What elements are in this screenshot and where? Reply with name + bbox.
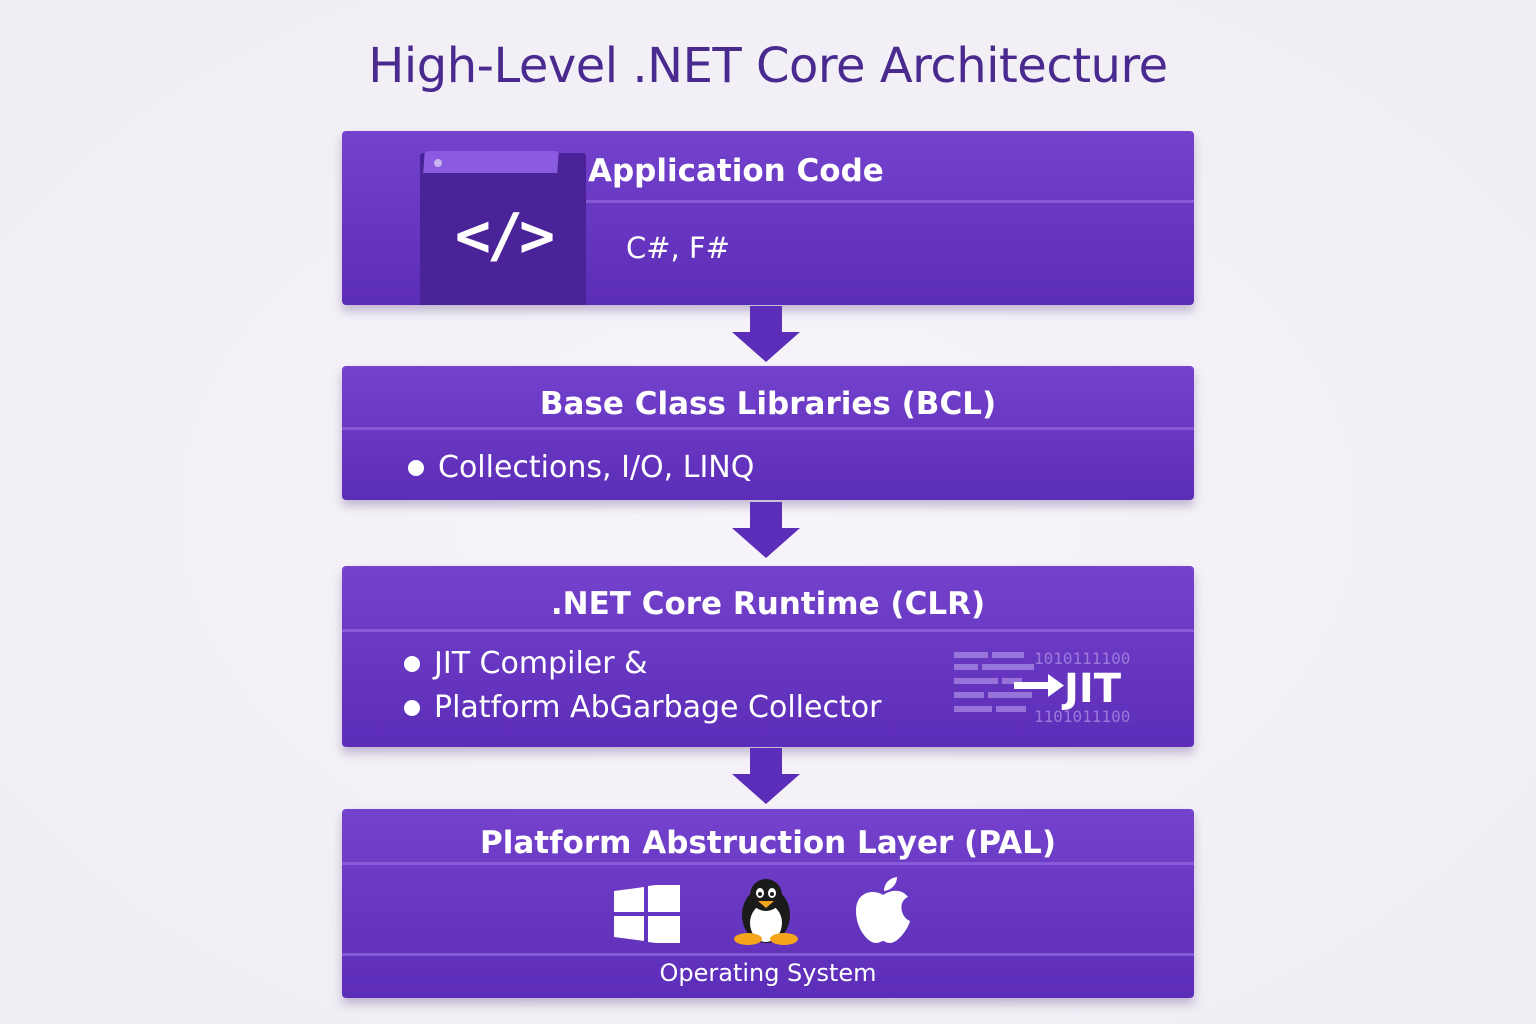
jit-binary-top: 1010111100 xyxy=(1034,650,1130,668)
pal-divider-top xyxy=(342,862,1194,865)
pal-divider-bottom xyxy=(342,953,1194,956)
clr-item-text: JIT Compiler & xyxy=(434,646,648,681)
bcl-header: Base Class Libraries (BCL) xyxy=(539,386,997,422)
clr-divider xyxy=(342,629,1194,632)
bullet-icon xyxy=(408,459,424,476)
jit-label: JIT xyxy=(1061,666,1122,712)
bcl-list-item: Collections, I/O, LINQ xyxy=(408,450,754,485)
application-code-layer: </> Application Code C#, F# xyxy=(342,131,1194,305)
code-window-dot xyxy=(434,159,442,167)
bcl-item-text: Collections, I/O, LINQ xyxy=(438,450,755,485)
apple-icon xyxy=(856,877,910,943)
code-brackets-icon: </> xyxy=(454,201,555,271)
down-arrow-3 xyxy=(732,748,800,804)
bcl-divider xyxy=(342,427,1194,430)
clr-item-text: Platform AbGarbage Collector xyxy=(434,690,882,725)
application-code-header: Application Code xyxy=(588,153,884,189)
jit-binary-bottom: 1101011100 xyxy=(1034,707,1130,724)
diagram-title: High-Level .NET Core Architecture xyxy=(368,38,1168,94)
base-class-libraries-layer: Base Class Libraries (BCL) Collections, … xyxy=(342,366,1194,500)
jit-compiler-icon: 1010111100 1101011100 JIT xyxy=(954,650,1130,724)
bullet-icon xyxy=(404,655,420,672)
code-window-icon xyxy=(420,153,586,305)
application-languages: C#, F# xyxy=(626,231,730,265)
application-divider xyxy=(586,200,1194,203)
clr-layer: .NET Core Runtime (CLR) JIT Compiler & P… xyxy=(342,566,1194,747)
operating-system-label: Operating System xyxy=(659,959,877,987)
down-arrow-1 xyxy=(732,306,800,362)
pal-header: Platform Abstruction Layer (PAL) xyxy=(479,825,1057,861)
linux-icon xyxy=(734,879,798,945)
code-window-tab xyxy=(423,151,559,173)
bullet-icon xyxy=(404,699,420,716)
clr-list-item: JIT Compiler & xyxy=(404,646,648,681)
clr-list-item: Platform AbGarbage Collector xyxy=(404,690,881,725)
windows-icon xyxy=(614,885,680,943)
pal-layer: Platform Abstruction Layer (PAL) Operati… xyxy=(342,809,1194,998)
clr-header: .NET Core Runtime (CLR) xyxy=(550,586,986,622)
down-arrow-2 xyxy=(732,502,800,558)
